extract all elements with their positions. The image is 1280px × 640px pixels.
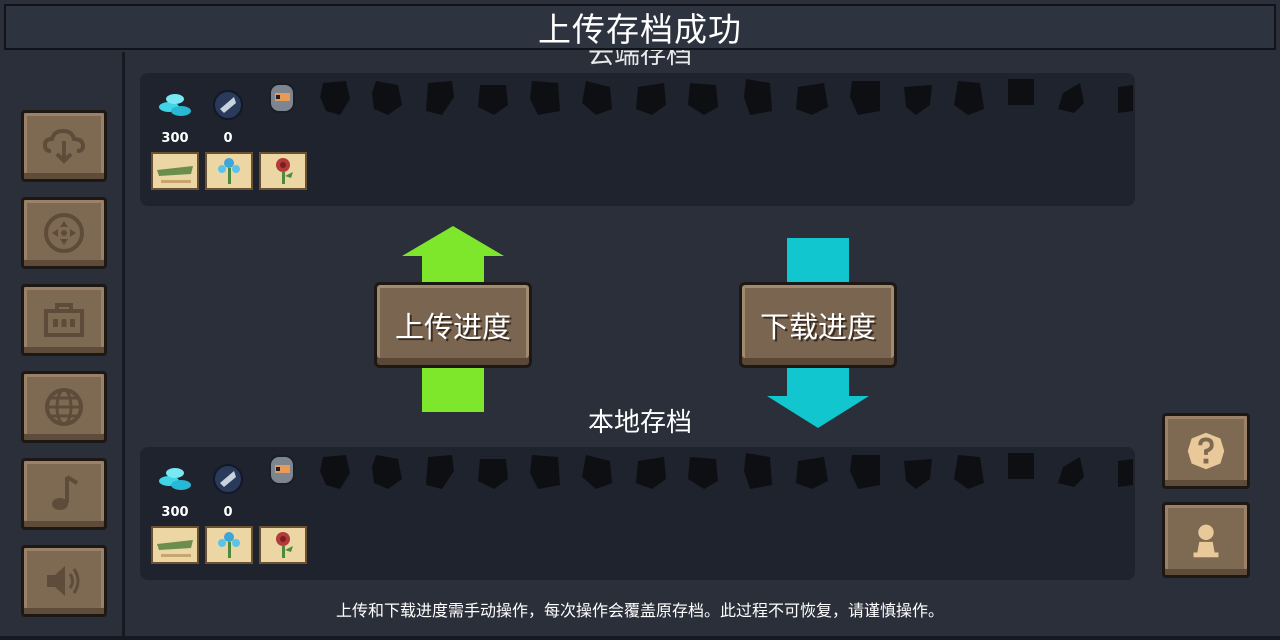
help-icon	[1187, 432, 1225, 470]
music-button[interactable]	[21, 458, 107, 530]
gem-icon	[159, 468, 191, 490]
speaker-icon	[47, 566, 80, 596]
blue-flower-icon	[218, 158, 240, 184]
red-flower-icon	[276, 158, 293, 184]
warning-note: 上传和下载进度需手动操作，每次操作会覆盖原存档。此过程不可恢复，请谨慎操作。	[335, 601, 944, 620]
status-banner-text: 上传存档成功	[538, 10, 742, 49]
cloud-save-panel: 300 0	[140, 73, 1135, 206]
status-banner: 上传存档成功	[4, 4, 1276, 50]
fish-currency: 0	[208, 461, 248, 520]
help-button[interactable]	[1162, 413, 1250, 489]
music-note-icon	[52, 475, 79, 510]
account-button[interactable]	[1162, 502, 1250, 578]
plant-item-3	[259, 526, 307, 564]
fish-count: 0	[223, 131, 233, 146]
toolbox-icon	[44, 303, 84, 337]
local-save-label: 本地存档	[587, 408, 692, 438]
plant-item-3	[259, 152, 307, 190]
globe-icon	[45, 388, 83, 426]
language-button[interactable]	[21, 371, 107, 443]
gem-icon	[159, 94, 191, 116]
cloud-download-icon	[42, 128, 86, 164]
plant-item-1	[151, 152, 199, 190]
grass-plant-icon	[157, 540, 193, 557]
locked-characters-row	[320, 453, 1133, 489]
fish-count: 0	[223, 505, 233, 520]
grass-plant-icon	[157, 166, 193, 183]
fish-currency: 0	[208, 87, 248, 146]
red-flower-icon	[276, 532, 293, 558]
fish-icon	[213, 90, 243, 120]
fish-icon	[213, 464, 243, 494]
download-progress-button[interactable]: 下载进度	[739, 282, 897, 368]
locked-characters-row	[320, 79, 1133, 115]
gem-count: 300	[161, 505, 189, 520]
cloud-download-button[interactable]	[21, 110, 107, 182]
gem-currency: 300	[155, 87, 195, 146]
knight-character-icon	[269, 83, 295, 113]
bottom-divider	[0, 636, 1280, 640]
gem-count: 300	[161, 131, 189, 146]
plant-item-2	[205, 152, 253, 190]
gamepad-icon	[44, 213, 84, 253]
gem-currency: 300	[155, 461, 195, 520]
toolbox-button[interactable]	[21, 284, 107, 356]
upload-progress-button[interactable]: 上传进度	[374, 282, 532, 368]
sound-button[interactable]	[21, 545, 107, 617]
plant-item-1	[151, 526, 199, 564]
sidebar-divider	[122, 52, 125, 640]
controls-button[interactable]	[21, 197, 107, 269]
plant-item-2	[205, 526, 253, 564]
blue-flower-icon	[218, 532, 240, 558]
account-icon	[1193, 524, 1219, 558]
local-save-panel: 300 0	[140, 447, 1135, 580]
knight-character-icon	[269, 455, 295, 485]
